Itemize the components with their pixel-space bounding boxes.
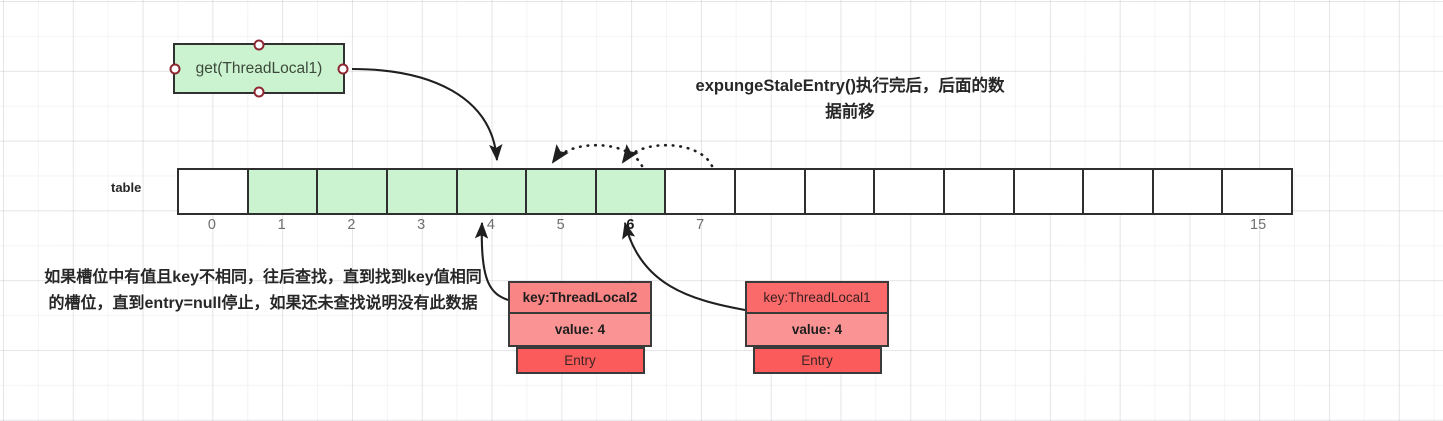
entry-tag-label: Entry (515, 347, 645, 374)
table-cell-7[interactable] (666, 170, 736, 213)
dotted-shift-arrow-2 (621, 143, 714, 168)
table-cell-10[interactable] (875, 170, 945, 213)
table-index-3: 3 (417, 217, 426, 233)
table-index-2: 2 (347, 217, 356, 233)
left-annotation: 如果槽位中有值且key不相同，往后查找，直到找到key值相同的槽位，直到entr… (44, 269, 482, 312)
entry-kv-block: key:ThreadLocal2 value: 4 (508, 281, 652, 347)
table-index-4: 4 (486, 217, 495, 233)
table-cell-15[interactable] (1223, 170, 1291, 213)
dotted-shift-arrow-1 (551, 143, 644, 168)
table-cell-2[interactable] (318, 170, 388, 213)
table-label: table (111, 180, 142, 195)
table-index-6: 6 (626, 217, 635, 233)
table-cell-3[interactable] (387, 170, 458, 213)
get-threadlocal-node[interactable]: get(ThreadLocal1) (169, 39, 349, 98)
entry-key-label: key:ThreadLocal2 (510, 283, 650, 314)
table-row (177, 168, 1293, 215)
table-cell-1[interactable] (248, 170, 319, 213)
table-index-7: 7 (696, 217, 705, 233)
table-index-row: 0 1 2 3 4 5 6 7 15 (177, 217, 1293, 237)
table-cell-9[interactable] (805, 170, 876, 213)
connector-get-to-slot4 (351, 67, 503, 162)
entry-box-threadlocal2[interactable]: key:ThreadLocal2 value: 4 Entry (508, 281, 652, 374)
entry-box-threadlocal1[interactable]: key:ThreadLocal1 value: 4 Entry (745, 281, 889, 374)
table-cell-4[interactable] (457, 170, 528, 213)
table-index-0: 0 (207, 217, 216, 233)
connection-handle-left[interactable] (169, 63, 181, 74)
table-cell-0[interactable] (179, 170, 249, 213)
table-index-15: 15 (1250, 217, 1267, 233)
table-cell-12[interactable] (1014, 170, 1085, 213)
table-index-5: 5 (556, 217, 565, 233)
title-annotation: expungeStaleEntry()执行完后，后面的数据前移 (695, 77, 1005, 121)
entry-value-label: value: 4 (510, 314, 650, 345)
table-cell-8[interactable] (736, 170, 806, 213)
table-cell-14[interactable] (1153, 170, 1224, 213)
table-cell-6[interactable] (596, 170, 667, 213)
entry-key-label: key:ThreadLocal1 (747, 283, 887, 314)
get-node-label: get(ThreadLocal1) (195, 59, 323, 77)
entry-tag-label: Entry (752, 347, 882, 374)
table-cell-5[interactable] (527, 170, 597, 213)
table-index-1: 1 (277, 217, 286, 233)
connection-handle-bottom[interactable] (253, 86, 265, 98)
table-cell-11[interactable] (944, 170, 1015, 213)
entry-kv-block: key:ThreadLocal1 value: 4 (745, 281, 889, 347)
entry-value-label: value: 4 (747, 314, 887, 345)
connection-handle-top[interactable] (253, 39, 265, 51)
connection-handle-right[interactable] (337, 63, 349, 74)
table-cell-13[interactable] (1084, 170, 1154, 213)
